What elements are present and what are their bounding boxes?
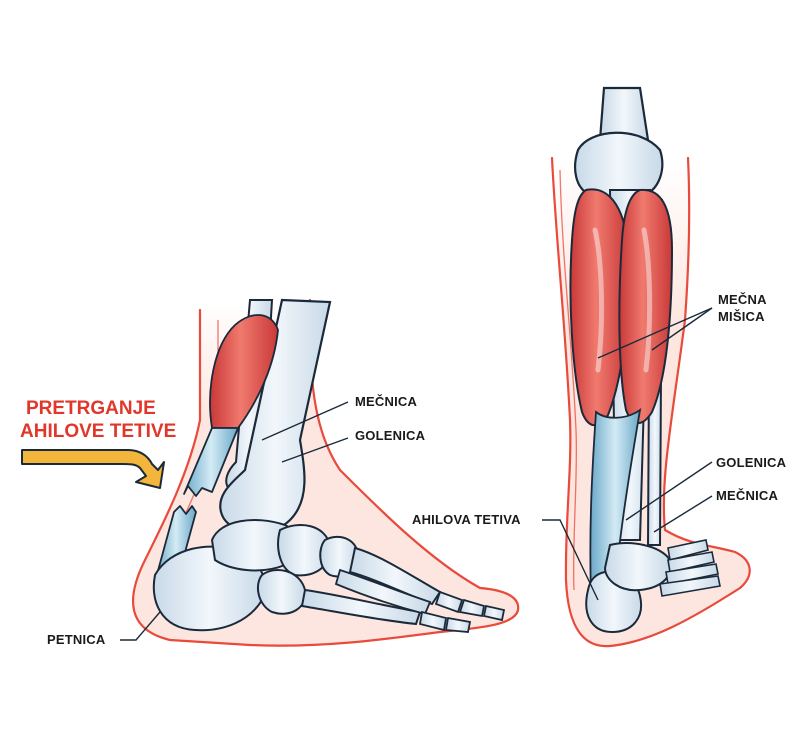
left-phalanx-5 xyxy=(482,604,506,622)
left-foot-view xyxy=(21,298,520,647)
label-right-calf-line2: MIŠICA xyxy=(718,309,765,324)
right-metatarsal-2 xyxy=(667,551,715,573)
leader-right-fibula xyxy=(653,495,713,533)
right-ankle-bones xyxy=(603,542,673,592)
left-calf-muscle xyxy=(209,314,279,429)
right-skin-inner-line xyxy=(559,169,578,591)
leader-right-achilles xyxy=(542,519,599,601)
leader-left-heel xyxy=(120,611,161,641)
right-calf-highlight-2 xyxy=(641,227,653,373)
rupture-title-line1: PRETRGANJE xyxy=(26,398,156,419)
label-right-calf-line1: MEČNA xyxy=(718,292,767,307)
label-left-fibula: MEČNICA xyxy=(355,394,418,409)
left-tendon-upper-torn xyxy=(183,427,239,497)
right-calf-highlight-1 xyxy=(592,227,605,373)
leader-right-tibia xyxy=(625,461,713,521)
rupture-arrow xyxy=(21,449,165,489)
label-left-tibia: GOLENICA xyxy=(355,428,426,443)
right-metatarsal-4 xyxy=(659,575,721,597)
leader-left-fibula xyxy=(261,401,349,441)
rupture-title-line2: AHILOVE TETIVE xyxy=(20,421,177,442)
right-leg-view xyxy=(542,86,751,648)
left-phalanx-1 xyxy=(434,590,464,614)
label-right-tibia: GOLENICA xyxy=(716,455,787,470)
left-tarsal-bone-2 xyxy=(256,569,307,615)
label-right-fibula: MEČNICA xyxy=(716,488,779,503)
left-phalanx-2 xyxy=(458,598,486,618)
left-phalanx-3 xyxy=(418,610,448,632)
left-metatarsal-1 xyxy=(348,546,442,606)
right-metatarsal-3 xyxy=(665,563,719,585)
left-phalanx-4 xyxy=(444,616,472,633)
left-metatarsal-2 xyxy=(300,588,422,626)
right-calf-muscle-lateral xyxy=(618,188,674,424)
leader-left-tibia xyxy=(281,437,349,463)
label-left-heel: PETNICA xyxy=(47,632,106,647)
leader-right-calf-1 xyxy=(597,307,713,359)
leader-right-calf-2 xyxy=(651,307,713,351)
label-right-achilles: AHILOVA TETIVA xyxy=(412,512,521,527)
right-metatarsal-1 xyxy=(667,539,709,561)
